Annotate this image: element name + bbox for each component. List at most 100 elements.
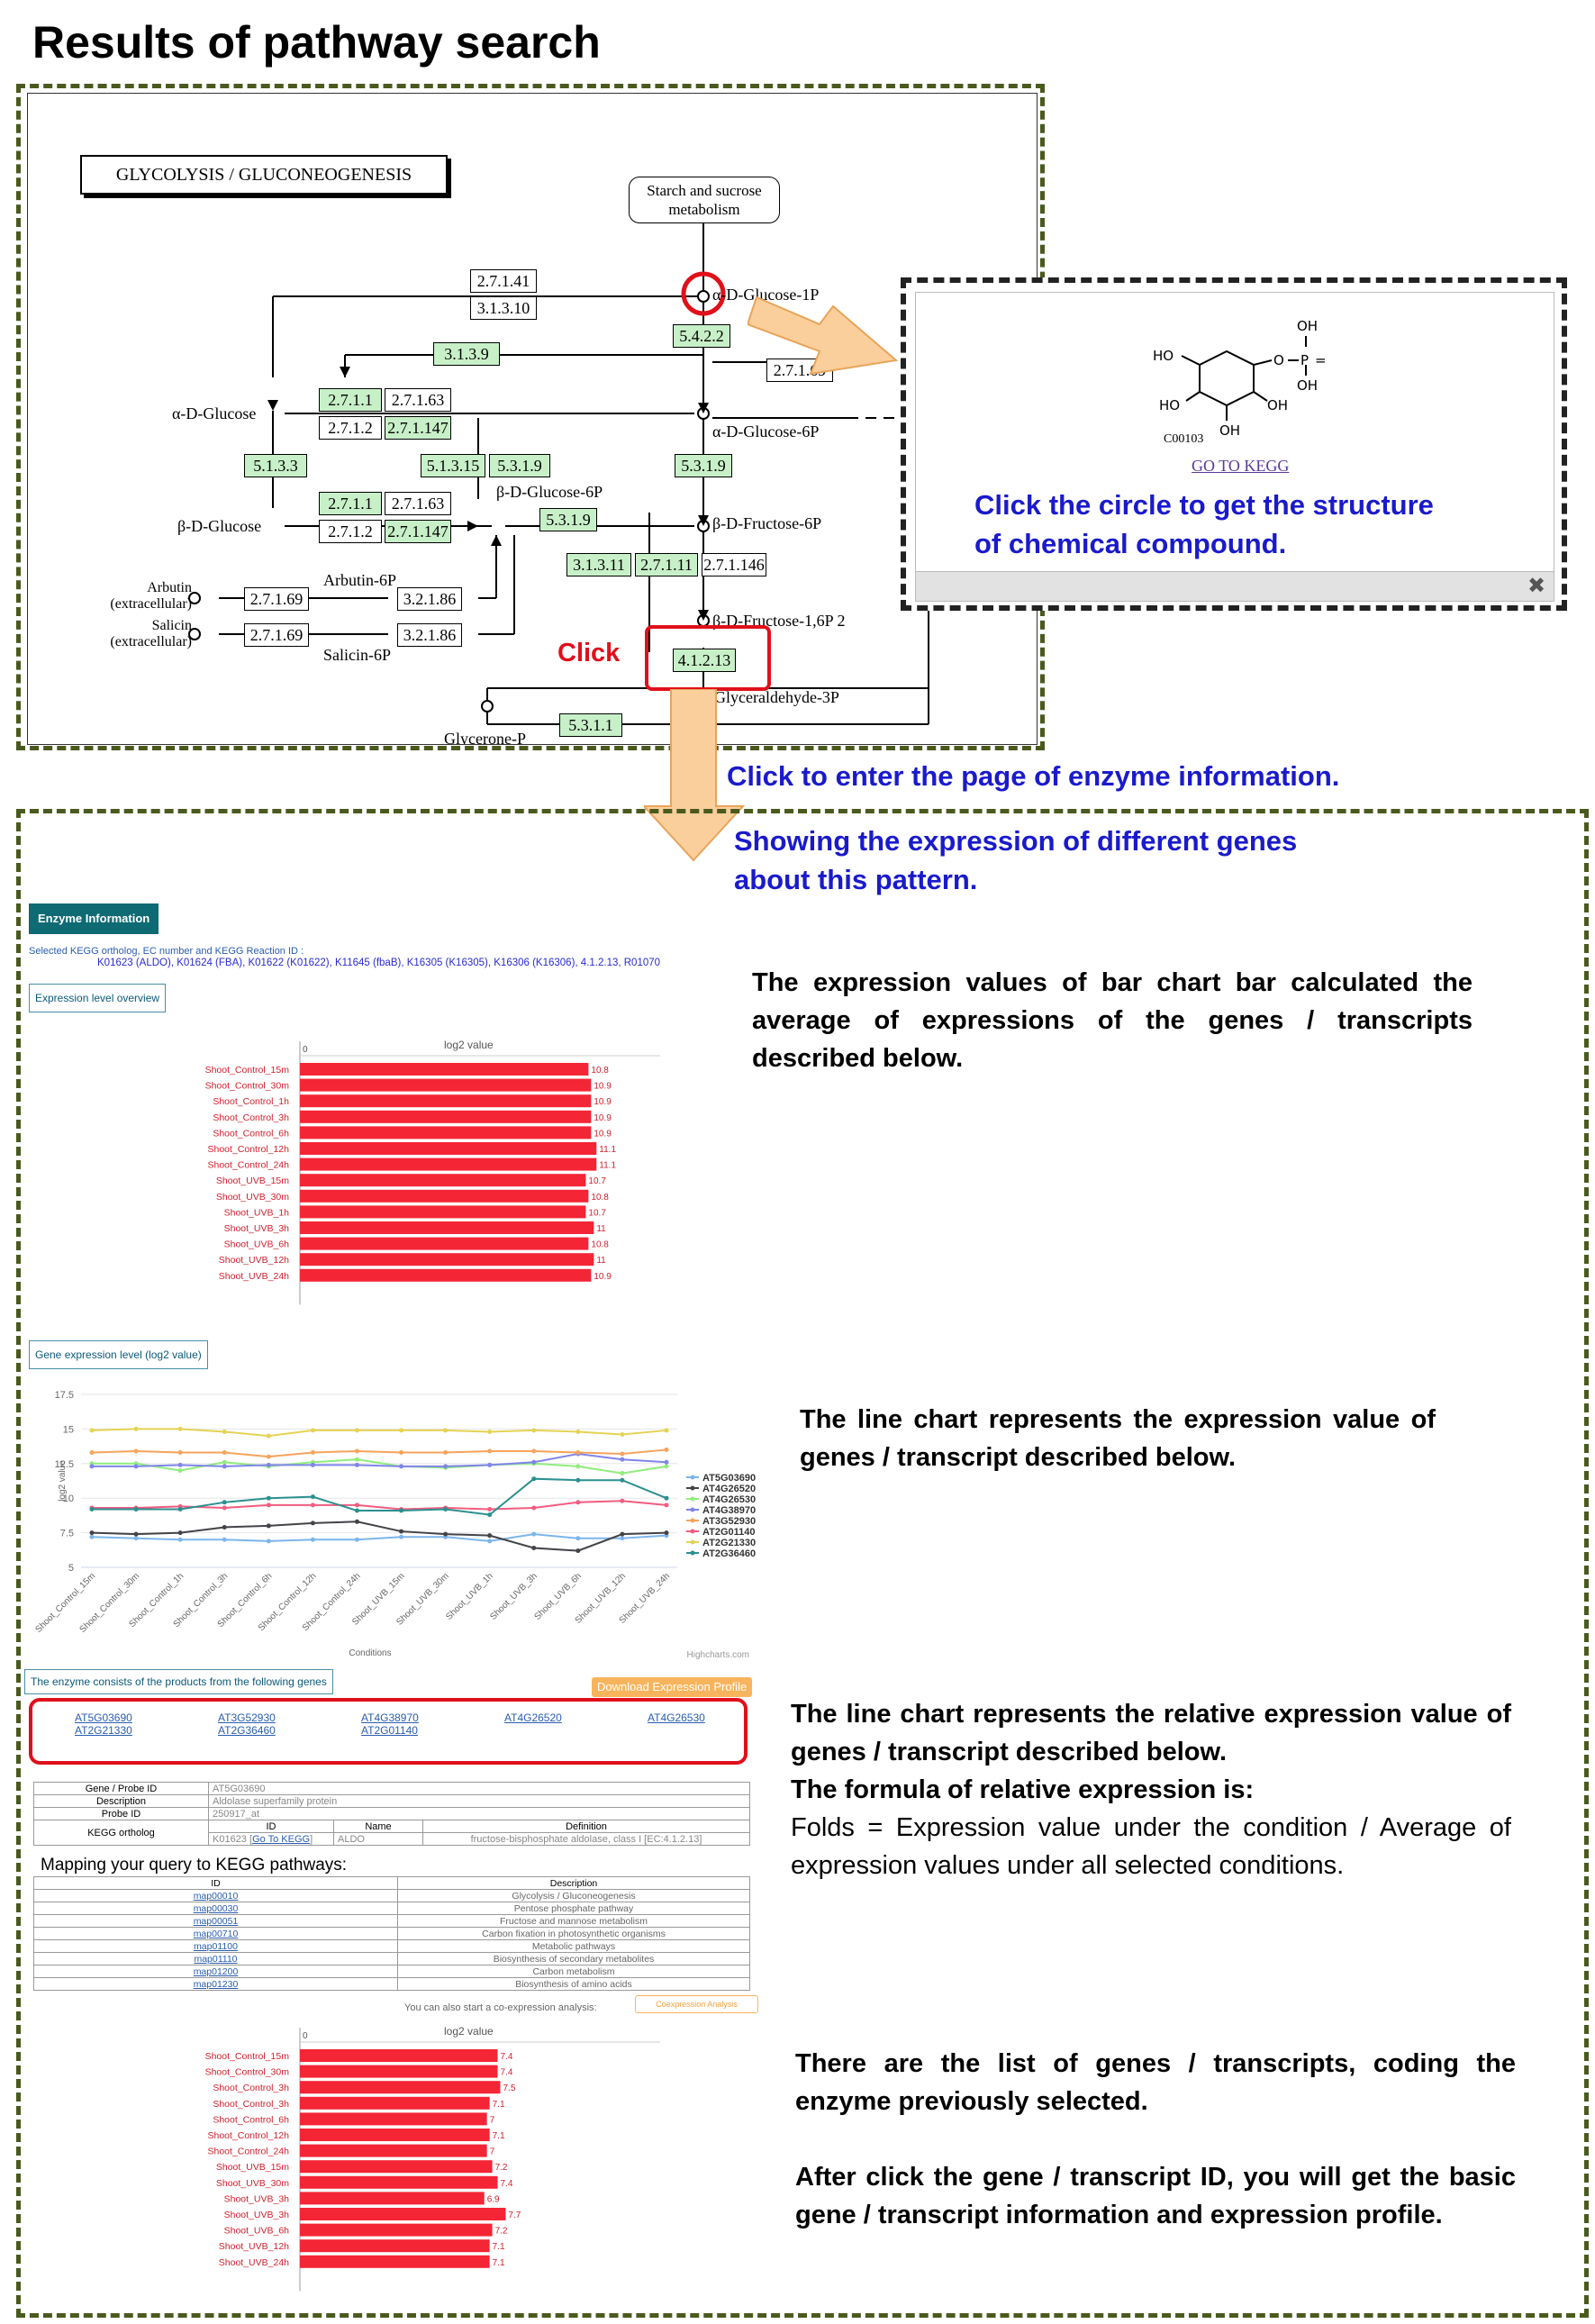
legend-marker <box>690 1507 695 1512</box>
ec-box[interactable]: 5.1.3.3 <box>244 454 307 477</box>
ec-box[interactable]: 2.7.1.1 <box>319 388 382 412</box>
ec-box[interactable]: 2.7.1.69 <box>244 587 309 611</box>
ec-box[interactable]: 2.7.1.63 <box>385 492 451 515</box>
compound-glyceraldehyde-3p[interactable]: Glyceraldehyde-3P <box>714 688 839 706</box>
download-expression-button[interactable]: Download Expression Profile <box>592 1677 753 1697</box>
map-id-link[interactable]: map01230 <box>33 1977 398 1991</box>
ec-box[interactable]: 5.4.2.2 <box>673 324 730 348</box>
ec-box[interactable]: 3.2.1.86 <box>397 587 462 611</box>
series-point <box>664 1459 669 1465</box>
map-id-link[interactable]: map01110 <box>33 1952 398 1965</box>
gene-link[interactable]: AT4G26530 <box>648 1711 705 1724</box>
enzyme-highlight-box[interactable] <box>645 625 771 691</box>
bar-value-label: 11 <box>596 1224 606 1234</box>
showing-note-line1: Showing the expression of different gene… <box>734 825 1298 857</box>
bar <box>300 2144 487 2157</box>
compound-alpha-glucose-6p[interactable]: α-D-Glucose-6P <box>712 422 820 440</box>
ec-box[interactable]: 5.1.3.15 <box>421 454 485 477</box>
ec-box[interactable]: 5.3.1.9 <box>675 454 732 477</box>
map-id-link[interactable]: map00030 <box>33 1902 398 1915</box>
ec-box[interactable]: 4.1.2.13 <box>673 649 736 672</box>
legend-label: AT4G26520 <box>702 1484 756 1494</box>
go-to-kegg-link[interactable]: GO TO KEGG <box>1192 457 1290 475</box>
series-point <box>531 1448 537 1454</box>
bar-value-label: 7.1 <box>493 2131 505 2141</box>
svg-text:OH: OH <box>1219 422 1240 437</box>
series-point <box>620 1477 625 1483</box>
compound-arbutin[interactable]: Arbutin (extracellular) <box>110 580 192 612</box>
legend-label: AT2G01140 <box>702 1527 756 1538</box>
gene-link[interactable]: AT2G36460 <box>218 1724 276 1737</box>
series-point <box>443 1464 449 1469</box>
ec-box[interactable]: 2.7.1.41 <box>470 269 537 293</box>
bar-value-label: 7.1 <box>493 2258 505 2268</box>
ec-box[interactable]: 3.1.3.9 <box>433 342 500 366</box>
gene-link[interactable]: AT4G26520 <box>504 1711 562 1724</box>
map-id-link[interactable]: map00710 <box>33 1927 398 1940</box>
ec-box[interactable]: 2.7.1.2 <box>319 416 382 440</box>
ec-box[interactable]: 2.7.1.147 <box>385 520 451 543</box>
series-point <box>177 1462 183 1467</box>
gene-link[interactable]: AT3G52930 <box>218 1711 276 1724</box>
ec-box[interactable]: 5.3.1.9 <box>539 508 597 531</box>
compound-alpha-glucose-1p[interactable]: α-D-Glucose-1P <box>712 286 820 304</box>
compound-beta-glucose-6p[interactable]: β-D-Glucose-6P <box>496 483 603 501</box>
probe-id-label: Probe ID <box>33 1807 209 1820</box>
ec-box[interactable]: 3.1.3.10 <box>470 296 537 320</box>
map-id-link[interactable]: map00010 <box>33 1889 398 1902</box>
starch-metabolism-box[interactable]: Starch and sucrose metabolism <box>629 177 780 223</box>
svg-text:HO: HO <box>1159 397 1180 413</box>
compound-arbutin-6p[interactable]: Arbutin-6P <box>323 571 396 589</box>
bar-value-label: 7.5 <box>503 2083 516 2093</box>
bar-category-label: Shoot_UVB_12h <box>219 2241 289 2252</box>
go-to-kegg-small-link[interactable]: Go To KEGG <box>252 1833 311 1845</box>
ec-box[interactable]: 3.1.3.11 <box>566 553 631 576</box>
selected-ortholog-value: K01623 (ALDO), K01624 (FBA), K01622 (K01… <box>97 958 661 968</box>
map-id-link[interactable]: map01100 <box>33 1939 398 1953</box>
bar-category-label: Shoot_Control_12h <box>208 1144 290 1155</box>
bar <box>300 2239 490 2253</box>
mapping-title: Mapping your query to KEGG pathways: <box>41 1856 348 1875</box>
map-id-link[interactable]: map01200 <box>33 1965 398 1978</box>
map-description: Metabolic pathways <box>397 1939 750 1953</box>
ec-box[interactable]: 5.3.1.1 <box>559 713 622 737</box>
ec-box[interactable]: 2.7.1.63 <box>385 388 451 412</box>
compound-glycerone-p[interactable]: Glycerone-P <box>444 730 526 745</box>
bar-chart-title: log2 value <box>444 2025 494 2038</box>
col-name: Name <box>333 1820 423 1833</box>
gene-link[interactable]: AT5G03690 <box>75 1711 132 1724</box>
ec-box[interactable]: 2.7.1.146 <box>702 553 766 576</box>
ec-box[interactable]: 5.3.1.9 <box>489 454 550 477</box>
ec-box[interactable]: 2.7.1.69 <box>244 623 309 647</box>
ec-box[interactable]: 2.7.1.147 <box>385 416 451 440</box>
ec-box[interactable]: 3.2.1.86 <box>397 623 462 647</box>
enzyme-information-tab[interactable]: Enzyme Information <box>29 903 159 934</box>
compound-salicin-6p[interactable]: Salicin-6P <box>323 646 391 664</box>
chart-credit: Highcharts.com <box>687 1650 749 1660</box>
series-point <box>266 1523 271 1529</box>
svg-text:OH: OH <box>1267 397 1288 413</box>
x-tick-label: Shoot_UVB_6h <box>532 1571 584 1622</box>
ec-box[interactable]: 2.7.1.11 <box>635 553 698 576</box>
ec-box[interactable]: 2.7.1.1 <box>319 492 382 515</box>
close-icon[interactable]: ✖ <box>1527 574 1546 598</box>
compound-alpha-glucose[interactable]: α-D-Glucose <box>172 404 257 422</box>
svg-text:OH: OH <box>1297 318 1318 334</box>
map-description: Pentose phosphate pathway <box>397 1902 750 1915</box>
gene-link[interactable]: AT2G01140 <box>361 1724 418 1737</box>
series-point <box>620 1457 625 1462</box>
compound-beta-glucose[interactable]: β-D-Glucose <box>177 517 262 535</box>
x-tick-label: Shoot_UVB_3h <box>488 1571 539 1622</box>
ec-box[interactable]: 2.7.1.2 <box>319 520 382 543</box>
series-point <box>531 1545 537 1550</box>
series-point <box>177 1467 183 1473</box>
bar <box>300 1189 589 1203</box>
map-id-link[interactable]: map00051 <box>33 1914 398 1928</box>
bar-value-label: 10.9 <box>594 1129 612 1139</box>
compound-salicin[interactable]: Salicin (extracellular) <box>110 618 192 649</box>
gene-link[interactable]: AT4G38970 <box>361 1711 419 1724</box>
coexpression-button[interactable]: Coexpression Analysis <box>635 1995 758 2013</box>
gene-link[interactable]: AT2G21330 <box>75 1724 132 1737</box>
compound-beta-fructose-6p[interactable]: β-D-Fructose-6P <box>712 514 822 532</box>
